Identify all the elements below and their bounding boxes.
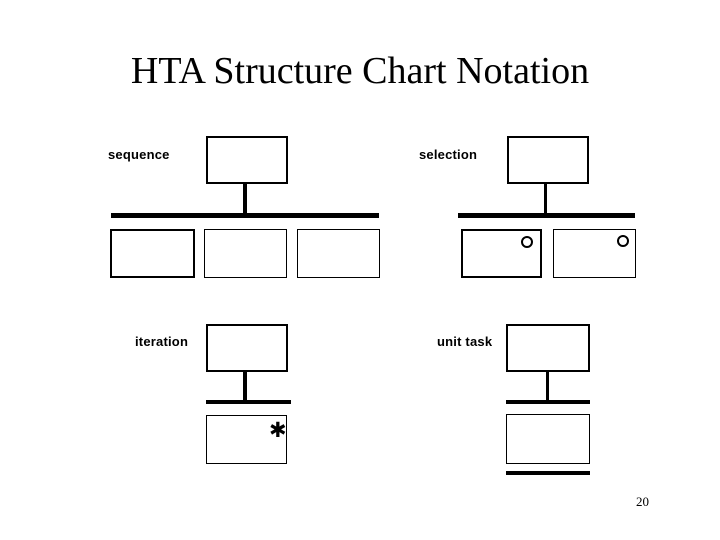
sequence-child-box-1 bbox=[110, 229, 195, 278]
iteration-parent-box bbox=[206, 324, 288, 372]
unit-task-connector-stem bbox=[546, 372, 549, 403]
page-title: HTA Structure Chart Notation bbox=[130, 50, 590, 92]
sequence-child-box-3 bbox=[297, 229, 380, 278]
iteration-connector-stem bbox=[243, 372, 247, 403]
iteration-child-box: ✱ bbox=[206, 415, 287, 464]
selection-circle-icon bbox=[617, 235, 629, 247]
unit-task-label: unit task bbox=[437, 334, 493, 349]
selection-circle-icon bbox=[521, 236, 533, 248]
selection-parent-box bbox=[507, 136, 589, 184]
page-number: 20 bbox=[636, 494, 649, 509]
selection-bar bbox=[458, 213, 635, 218]
unit-task-bar bbox=[506, 400, 590, 404]
sequence-connector-stem bbox=[243, 184, 247, 216]
selection-label: selection bbox=[419, 147, 478, 162]
selection-child-box-1 bbox=[461, 229, 542, 278]
iteration-bar bbox=[206, 400, 291, 404]
unit-task-child-box bbox=[506, 414, 590, 464]
sequence-label: sequence bbox=[108, 147, 170, 162]
iteration-label: iteration bbox=[135, 334, 189, 349]
sequence-child-box-2 bbox=[204, 229, 287, 278]
unit-task-underline bbox=[506, 471, 590, 475]
unit-task-parent-box bbox=[506, 324, 590, 372]
iteration-asterisk-icon: ✱ bbox=[269, 418, 287, 442]
sequence-parent-box bbox=[206, 136, 288, 184]
selection-child-box-2 bbox=[553, 229, 636, 278]
sequence-bar bbox=[111, 213, 379, 218]
selection-connector-stem bbox=[544, 184, 547, 216]
